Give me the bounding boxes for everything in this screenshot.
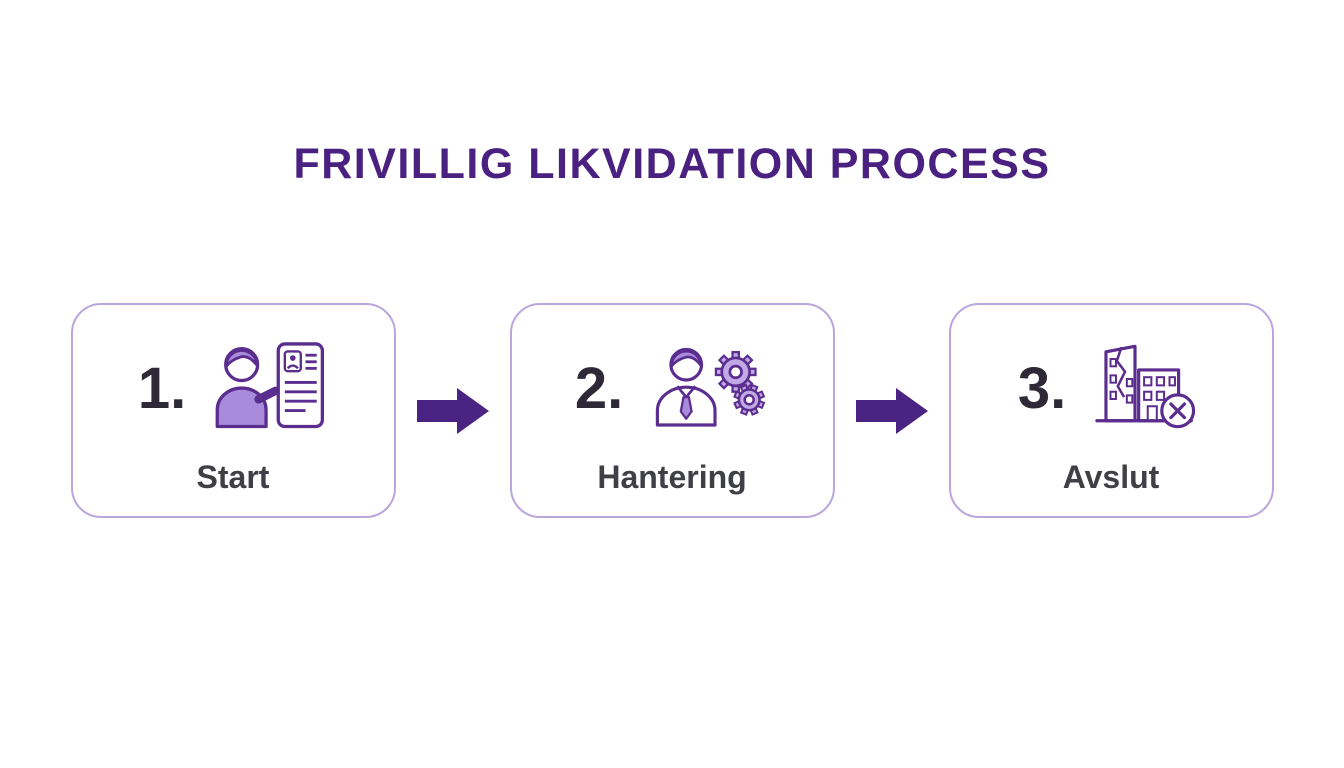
step-label: Start	[196, 459, 270, 495]
step-header: 3.	[1018, 333, 1204, 445]
diagram-title: FRIVILLIG LIKVIDATION PROCESS	[293, 140, 1051, 188]
arrow-right-icon	[416, 387, 489, 434]
person-document-icon	[206, 337, 328, 441]
step-box-start: 1.	[70, 303, 396, 518]
arrow-right-icon	[855, 387, 928, 434]
step-header: 2.	[575, 333, 769, 445]
step-number: 1.	[137, 356, 187, 421]
step-box-avslut: 3.	[948, 303, 1274, 518]
process-flow: 1.	[0, 303, 1344, 518]
step-box-hantering: 2.	[509, 303, 835, 518]
step-label: Avslut	[1062, 459, 1160, 495]
step-number: 3.	[1017, 356, 1067, 421]
step-header: 1.	[138, 333, 328, 445]
person-gears-icon	[643, 337, 769, 441]
step-number: 2.	[574, 356, 624, 421]
building-closed-icon	[1086, 337, 1204, 441]
step-label: Hantering	[597, 459, 747, 495]
